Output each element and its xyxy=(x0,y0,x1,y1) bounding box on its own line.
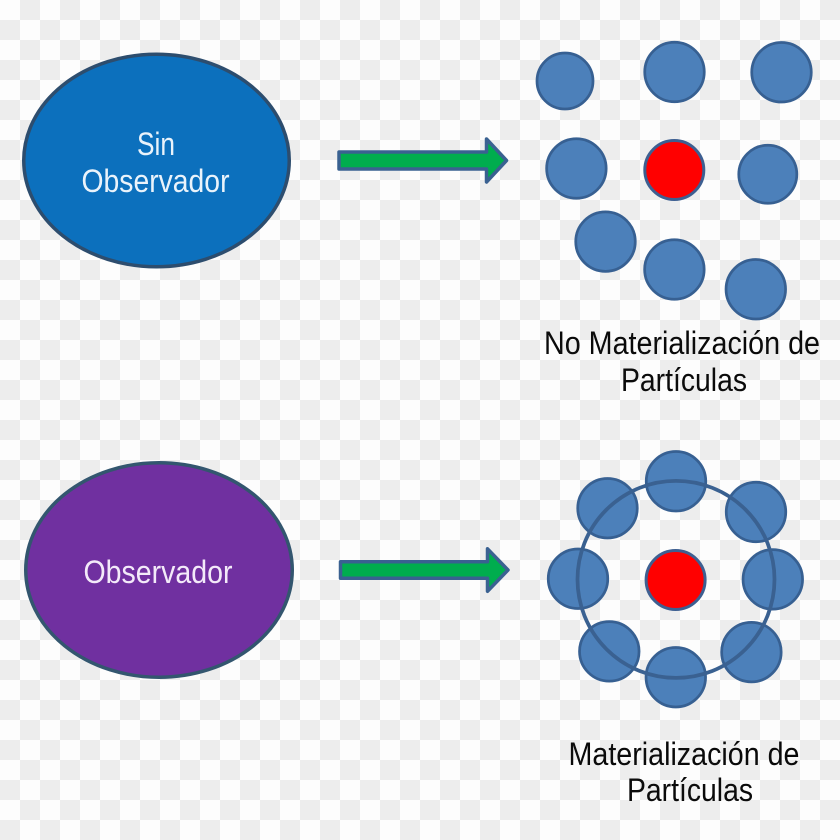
svg-text:Partículas: Partículas xyxy=(627,772,753,808)
svg-text:Materialización de: Materialización de xyxy=(569,736,800,772)
svg-text:Partículas: Partículas xyxy=(621,362,747,398)
svg-text:No Materialización de: No Materialización de xyxy=(544,325,820,361)
svg-text:Observador: Observador xyxy=(84,554,233,590)
svg-text:Sin: Sin xyxy=(137,126,175,162)
svg-text:Observador: Observador xyxy=(82,163,230,199)
